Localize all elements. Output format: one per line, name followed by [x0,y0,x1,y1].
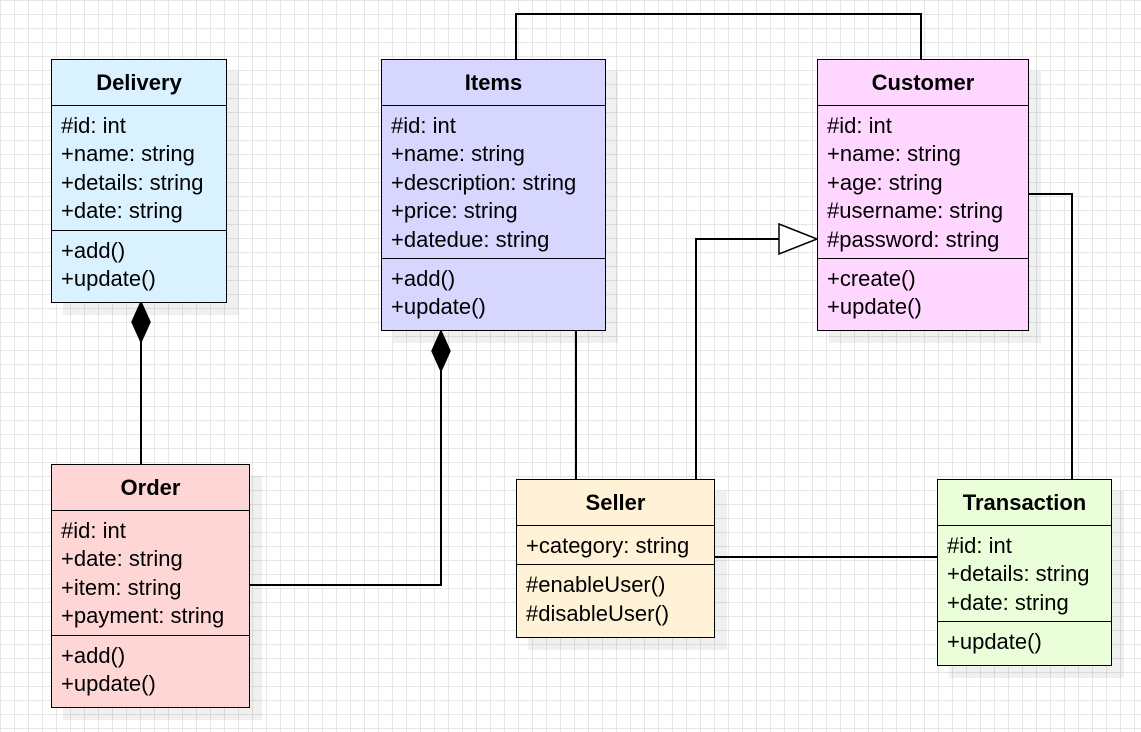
methods-section: +update() [938,621,1111,660]
customer-transaction-association [1028,193,1073,479]
methods-section: +add() +update() [52,229,226,298]
attributes-section: #id: int +date: string+item: string +payme… [52,511,249,635]
class-seller[interactable]: Seller +category: string #enableUser()#d… [516,479,715,638]
attribute-row: #id: int [947,533,1012,558]
attribute-row: +age: string [827,169,943,195]
attribute-row: +name: string [827,141,961,167]
method-row: +add() [61,642,126,668]
attribute-row: +item: string [61,574,182,600]
attribute-row: +name: string [61,141,195,167]
class-name: Order [52,465,249,511]
method-row: +update() [947,629,1042,655]
attribute-row: +name: string [391,141,525,167]
attributes-section: #id: int +name: string+age: string #userna… [818,106,1028,258]
class-name: Customer [818,60,1028,106]
class-customer[interactable]: Customer #id: int +name: string+age: stri… [817,59,1029,331]
class-name: Transaction [938,480,1111,526]
method-row: +update() [61,266,156,292]
method-row: #disableUser() [526,600,670,626]
attribute-row: #username: string [827,198,1004,224]
class-items[interactable]: Items #id: int +name: string+description:… [381,59,606,331]
methods-section: +add()+update() [382,258,605,326]
method-row: +create() [827,266,916,292]
class-order[interactable]: Order #id: int +date: string+item: string… [51,464,250,708]
attribute-row: #id: int [61,518,126,543]
attribute-row: +category: string [526,533,690,558]
attribute-row: +datedue: string [391,226,550,252]
methods-section: +add() +update() [52,634,249,703]
methods-section: +create()+update() [818,258,1028,326]
attribute-row: +date: string [947,589,1069,615]
attribute-row: #id: int [391,113,456,138]
method-row: #enableUser() [526,572,666,598]
attribute-row: #id: int [61,113,126,138]
items-composition-diamond [431,329,451,373]
seller-customer-generalization-line [695,238,779,479]
attributes-section: #id: int +details: string+date: string [938,526,1111,621]
class-name: Delivery [52,60,226,106]
order-items-composition-line [249,371,442,586]
attribute-row: +description: string [391,169,577,195]
attribute-row: #password: string [827,226,1000,252]
attribute-row: +details: string [947,561,1090,587]
attribute-row: +payment: string [61,603,225,629]
attribute-row: +date: string [61,198,183,224]
items-customer-association [515,13,922,59]
attributes-section: #id: int +name: string+details: string +da… [52,106,226,230]
attribute-row: #id: int [827,113,892,138]
method-row: +add() [61,237,126,263]
attribute-row: +price: string [391,198,518,224]
method-row: +update() [61,671,156,697]
attributes-section: +category: string [517,526,714,564]
class-delivery[interactable]: Delivery #id: int +name: string+details: … [51,59,227,303]
customer-generalization-arrowhead [778,222,820,256]
method-row: +update() [391,294,486,320]
class-name: Seller [517,480,714,526]
attribute-row: +date: string [61,546,183,572]
class-transaction[interactable]: Transaction #id: int +details: string+dat… [937,479,1112,666]
delivery-composition-diamond [131,300,151,344]
attribute-row: +details: string [61,169,204,195]
method-row: +update() [827,294,922,320]
methods-section: #enableUser()#disableUser() [517,564,714,632]
class-name: Items [382,60,605,106]
attributes-section: #id: int +name: string+description: strin… [382,106,605,258]
method-row: +add() [391,266,456,292]
